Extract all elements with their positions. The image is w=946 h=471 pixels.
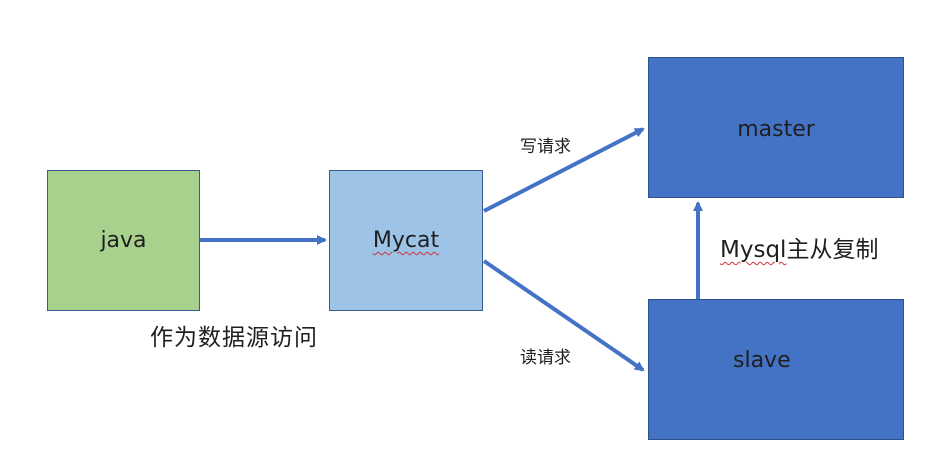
slave-node-label: slave xyxy=(733,348,791,373)
java-node: java xyxy=(47,170,200,311)
replication-mysql-word: Mysql xyxy=(720,237,787,263)
arrow-mycat-to-slave xyxy=(482,259,645,372)
arrow-mycat-to-master xyxy=(483,127,645,213)
mycat-node-label: Mycat xyxy=(372,228,440,253)
write-request-label: 写请求 xyxy=(520,137,571,157)
master-node-label: master xyxy=(737,117,815,142)
datasource-caption: 作为数据源访问 xyxy=(150,325,318,351)
master-node: master xyxy=(648,57,904,198)
replication-text: 主从复制 xyxy=(786,237,879,263)
mycat-node: Mycat xyxy=(329,170,483,311)
replication-label: Mysql主从复制 xyxy=(720,230,878,264)
java-node-label: java xyxy=(100,228,147,253)
slave-node: slave xyxy=(648,299,904,440)
read-request-label: 读请求 xyxy=(520,348,571,368)
